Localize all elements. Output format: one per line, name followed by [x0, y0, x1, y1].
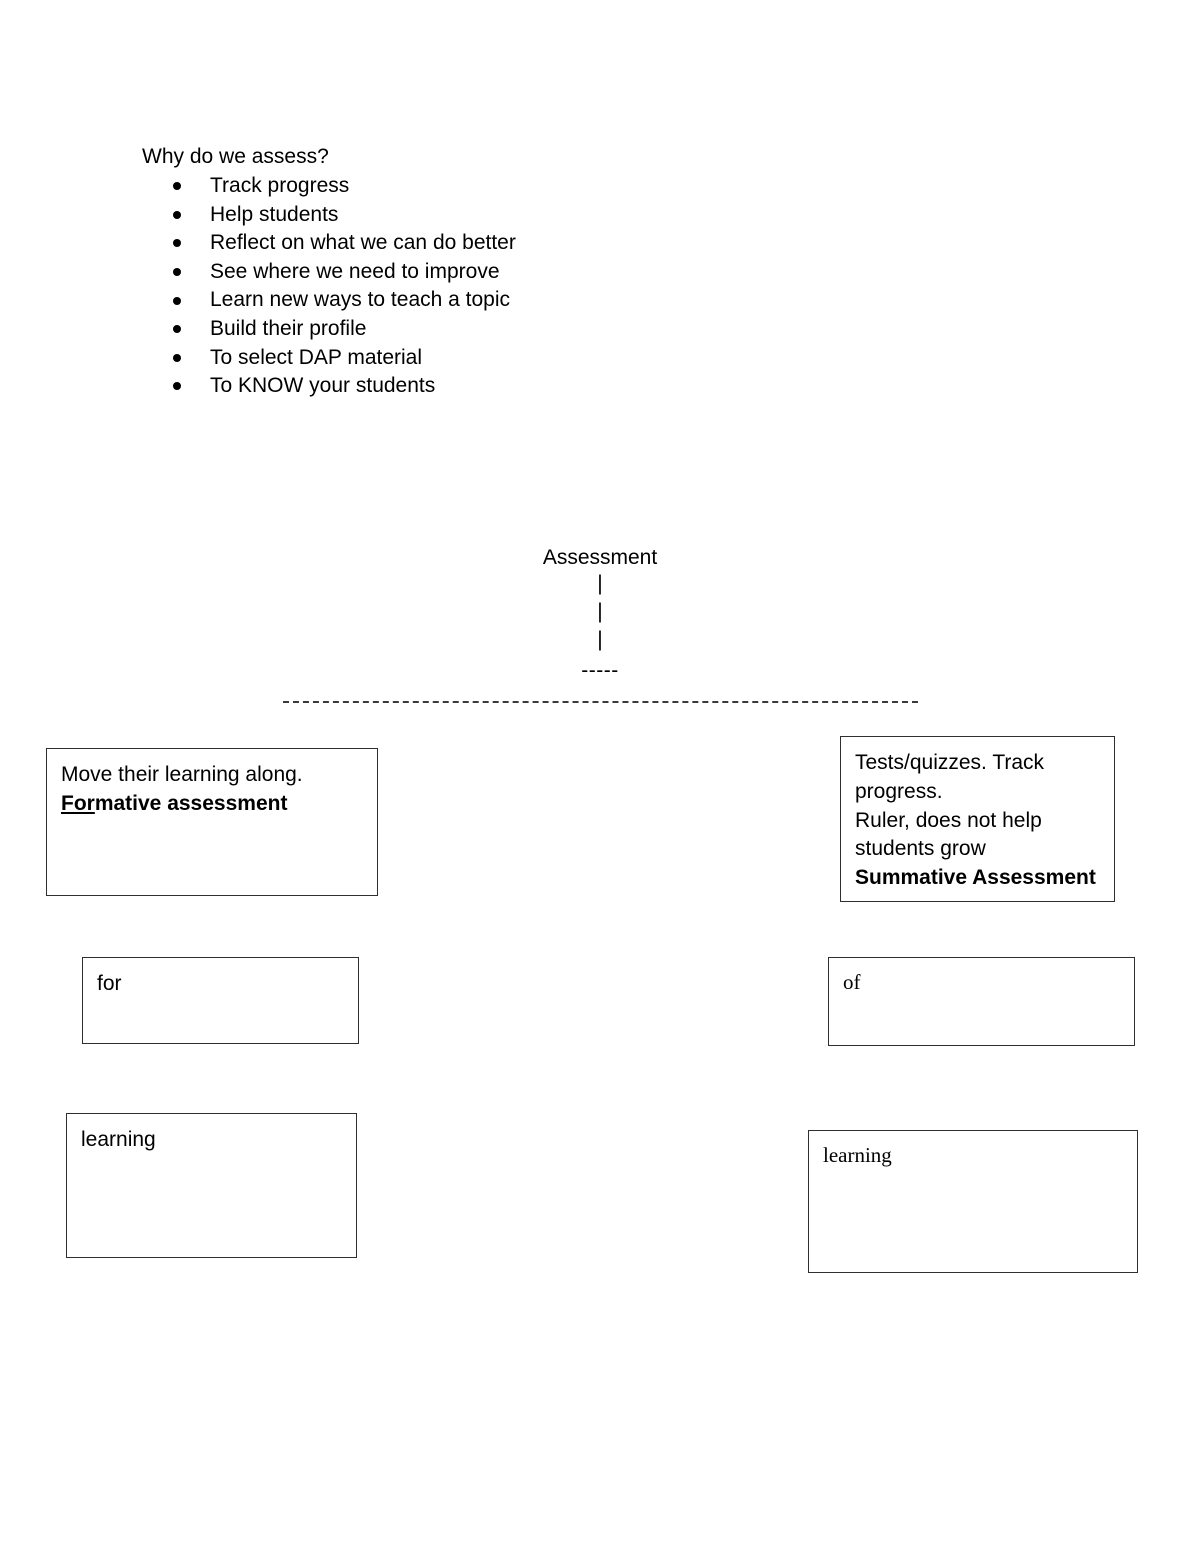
box-learning-right-content: learning [809, 1131, 1137, 1170]
diagram-stem-mark-1: | [597, 572, 603, 595]
bullet-dot-icon [173, 182, 181, 191]
diagram-branch-dashes: ----- [581, 659, 619, 682]
diagram-stem-mark-3: | [597, 628, 603, 651]
notes-bullet-item: To select DAP material [142, 344, 516, 373]
box-formative-line-1: Move their learning along. [61, 763, 303, 786]
box-learning-left-content: learning [67, 1114, 356, 1155]
notes-bullet-item: To KNOW your students [142, 372, 516, 401]
box-of[interactable]: of [828, 957, 1135, 1046]
box-learning-right-label: learning [823, 1143, 892, 1167]
notes-bullet-label: Help students [210, 202, 339, 226]
bullet-dot-icon [173, 325, 181, 334]
notes-bullet-item: Reflect on what we can do better [142, 229, 516, 258]
notes-bullet-item: Build their profile [142, 315, 516, 344]
notes-bullet-label: Reflect on what we can do better [210, 231, 516, 255]
box-for[interactable]: for [82, 957, 359, 1044]
notes-bullet-label: To KNOW your students [210, 374, 436, 398]
bullet-dot-icon [173, 382, 181, 391]
bullet-dot-icon [173, 296, 181, 305]
box-learning-right[interactable]: learning [808, 1130, 1138, 1273]
box-of-content: of [829, 958, 1134, 997]
notes-heading: Why do we assess? [142, 145, 329, 168]
box-formative-content: Move their learning along. Formative ass… [47, 749, 377, 818]
box-summative-line-2: progress. [855, 779, 943, 803]
box-summative-line-4: students grow [855, 837, 986, 861]
notes-bullet-item: See where we need to improve [142, 258, 516, 287]
bullet-dot-icon [173, 239, 181, 248]
notes-bullet-item: Track progress [142, 172, 516, 201]
box-formative-line-2: Formative assessment [61, 790, 377, 819]
diagram-stem-mark-2: | [597, 600, 603, 623]
box-of-label: of [843, 970, 861, 994]
box-summative-line-5: Summative Assessment [855, 866, 1096, 890]
bullet-dot-icon [173, 353, 181, 362]
notes-bullet-label: Build their profile [210, 316, 367, 340]
box-summative-line-3: Ruler, does not help [855, 808, 1042, 832]
horizontal-divider [283, 701, 918, 703]
notes-bullet-label: See where we need to improve [210, 259, 500, 283]
box-learning-left[interactable]: learning [66, 1113, 357, 1258]
notes-bullet-label: To select DAP material [210, 345, 423, 369]
notes-bullet-item: Learn new ways to teach a topic [142, 286, 516, 315]
box-formative-assessment[interactable]: Move their learning along. Formative ass… [46, 748, 378, 896]
diagram-title-assessment: Assessment [542, 546, 658, 569]
box-for-content: for [83, 958, 358, 999]
notes-bullet-item: Help students [142, 201, 516, 230]
box-summative-assessment[interactable]: Tests/quizzes. Track progress. Ruler, do… [840, 736, 1115, 902]
bullet-dot-icon [173, 210, 181, 219]
notes-bullet-label: Learn new ways to teach a topic [210, 288, 511, 312]
box-summative-line-1: Tests/quizzes. Track [855, 751, 1045, 774]
box-summative-content: Tests/quizzes. Track progress. Ruler, do… [841, 737, 1114, 893]
box-learning-left-label: learning [81, 1128, 156, 1151]
box-for-label: for [97, 972, 122, 995]
box-formative-line-2-rest: mative assessment [94, 791, 288, 815]
bullet-dot-icon [173, 268, 181, 277]
notes-bullet-label: Track progress [210, 174, 350, 197]
box-formative-underlined-prefix: For [61, 791, 95, 815]
